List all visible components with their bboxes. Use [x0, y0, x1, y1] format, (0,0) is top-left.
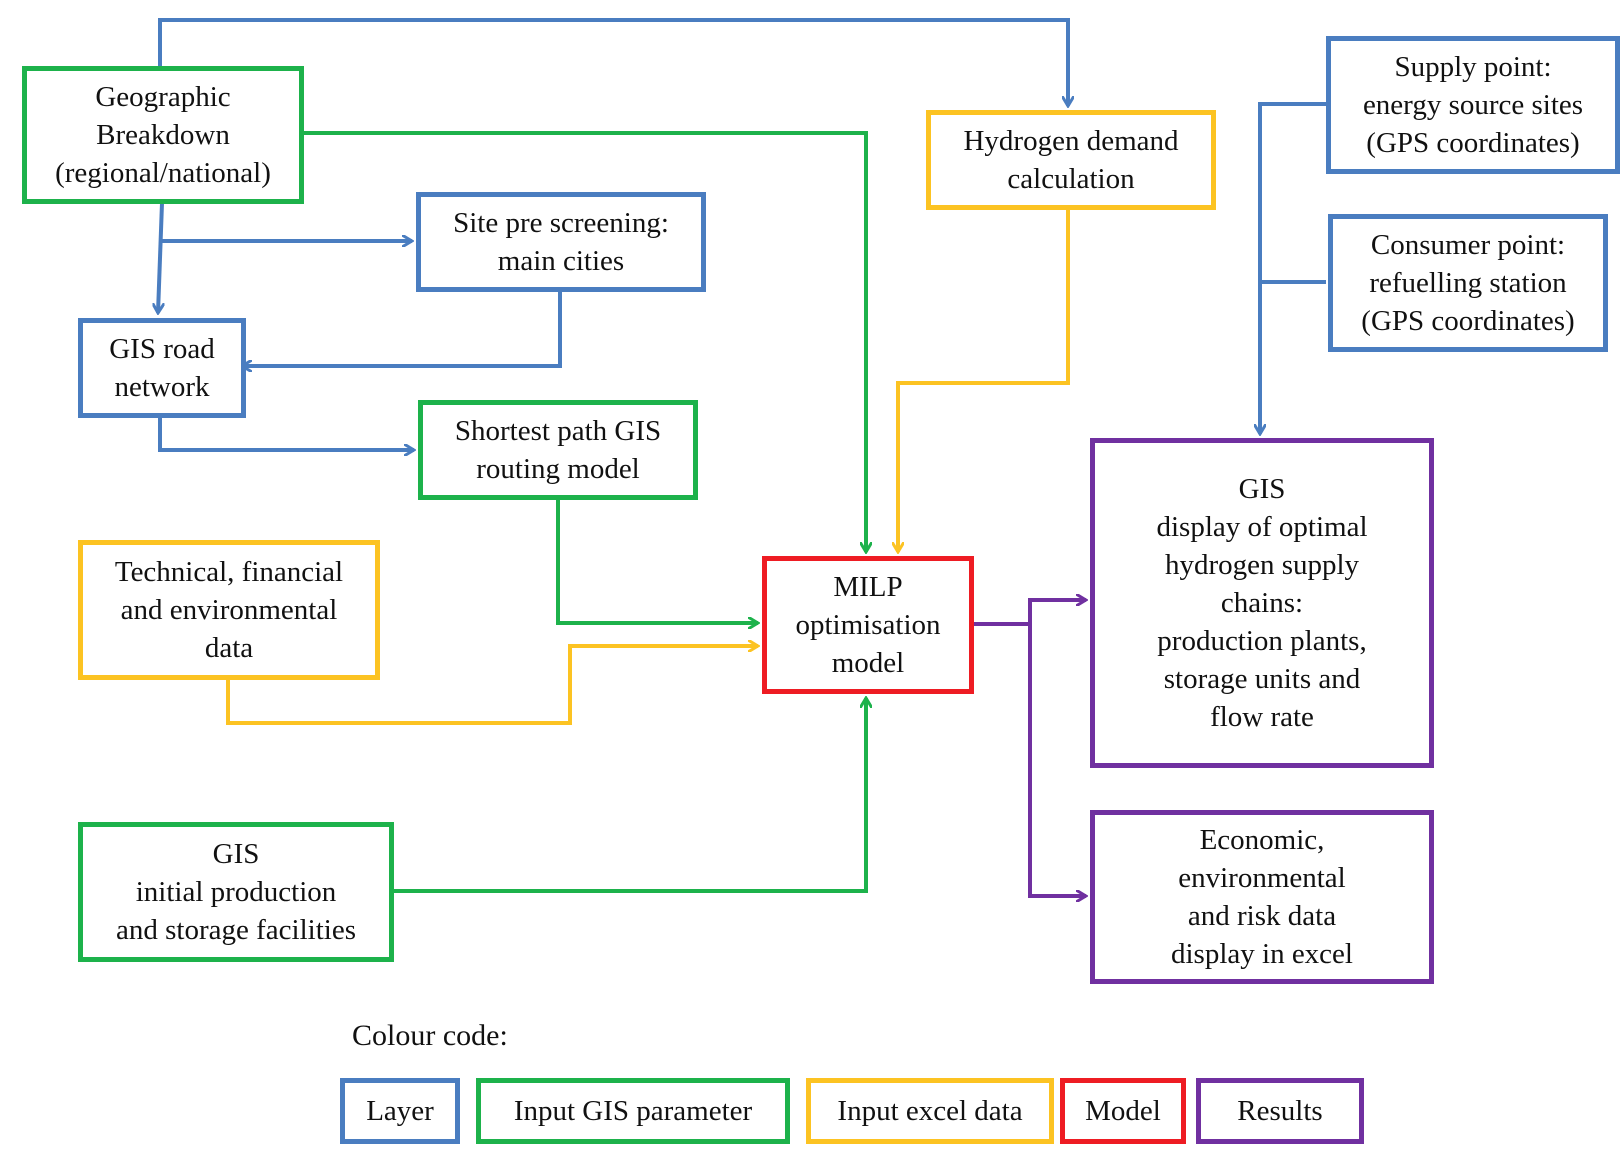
- shortest-path-routing-box: Shortest path GIS routing model: [418, 400, 698, 500]
- arrow-site-screening-to-road-network: [242, 290, 562, 366]
- gis-road-network-box: GIS road network: [78, 318, 246, 418]
- arrow-facilities-to-milp: [392, 698, 866, 893]
- hydrogen-demand-calculation-box: Hydrogen demand calculation: [926, 110, 1216, 210]
- legend-item-model: Model: [1060, 1078, 1186, 1144]
- legend-item-layer: Layer: [340, 1078, 460, 1144]
- gis-initial-facilities-box: GIS initial production and storage facil…: [78, 822, 394, 962]
- arrow-road-network-to-shortest-path: [158, 416, 414, 450]
- site-pre-screening-box: Site pre screening: main cities: [416, 192, 706, 292]
- arrow-technical-data-to-milp: [226, 646, 758, 725]
- arrow-demand-to-milp: [898, 210, 1070, 552]
- milp-optimisation-model-box: MILP optimisation model: [762, 556, 974, 694]
- arrow-milp-to-economic-display: [1028, 600, 1086, 896]
- arrow-geo-to-road-network: [158, 202, 162, 313]
- legend-item-input-gis-parameter: Input GIS parameter: [476, 1078, 790, 1144]
- technical-financial-environmental-data-box: Technical, financial and environmental d…: [78, 540, 380, 680]
- geographic-breakdown-box: Geographic Breakdown (regional/national): [22, 66, 304, 204]
- arrow-shortest-path-to-milp: [556, 499, 758, 623]
- gis-display-results-box: GIS display of optimal hydrogen supply c…: [1090, 438, 1434, 768]
- connector-supply-point: [1258, 102, 1326, 284]
- legend-item-input-excel-data: Input excel data: [806, 1078, 1054, 1144]
- arrow-geo-to-milp: [302, 131, 866, 552]
- arrow-geo-to-demand: [158, 18, 1068, 106]
- legend-title: Colour code:: [352, 1019, 508, 1052]
- supply-point-box: Supply point: energy source sites (GPS c…: [1326, 36, 1620, 174]
- economic-risk-data-display-box: Economic, environmental and risk data di…: [1090, 810, 1434, 984]
- consumer-point-box: Consumer point: refuelling station (GPS …: [1328, 214, 1608, 352]
- legend-item-results: Results: [1196, 1078, 1364, 1144]
